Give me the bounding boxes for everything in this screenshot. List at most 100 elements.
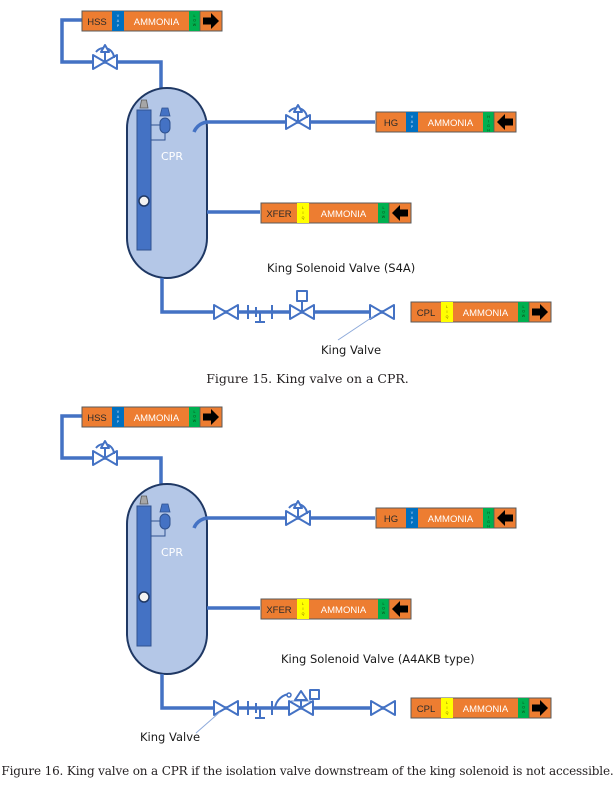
pressure-band — [518, 302, 529, 322]
pressure-letter: H — [487, 115, 490, 119]
state-letter: V — [117, 14, 120, 18]
pressure-letter: H — [487, 525, 490, 529]
state-letter: I — [303, 211, 304, 215]
arrow-left-icon — [392, 601, 408, 617]
figure-16-caption: Figure 16. King valve on a CPR if the is… — [1, 764, 614, 778]
state-letter: P — [117, 420, 120, 424]
state-letter: P — [411, 125, 414, 129]
pressure-band — [483, 508, 494, 528]
tag-fluid: AMMONIA — [321, 209, 367, 220]
state-band — [406, 508, 418, 528]
pressure-letter: H — [487, 511, 490, 515]
state-letter: V — [411, 115, 414, 119]
pilot-triangle-icon — [100, 440, 110, 449]
pressure-letter: G — [487, 124, 490, 128]
state-band — [441, 302, 453, 322]
arrow-right-icon — [203, 13, 219, 29]
hg-pipe — [192, 120, 375, 133]
pressure-letter: O — [193, 415, 196, 419]
level-column — [136, 505, 152, 647]
hss-pipe — [60, 18, 163, 88]
pilot-triangle-icon — [293, 104, 303, 113]
hg-regulator-valve-icon — [285, 104, 311, 130]
tag-fluid: AMMONIA — [463, 308, 509, 319]
state-letter: P — [117, 24, 120, 28]
hss-regulator-valve-icon — [92, 44, 118, 70]
pilot-triangle-icon — [100, 44, 110, 53]
state-letter: L — [302, 206, 304, 210]
float-switch-icon — [159, 513, 171, 530]
float-switch-cap-icon — [159, 107, 171, 117]
pressure-letter: O — [382, 607, 385, 611]
pressure-letter: I — [488, 120, 489, 124]
pressure-letter: L — [194, 410, 196, 414]
state-letter: L — [446, 701, 448, 705]
state-letter: V — [117, 410, 120, 414]
tag-name: HSS — [87, 413, 107, 424]
arrow-left-icon — [497, 114, 513, 130]
tag-fluid: AMMONIA — [134, 17, 180, 28]
pressure-letter: W — [382, 215, 386, 219]
king-valve-leader-line — [337, 315, 375, 341]
isolation-valve-icon — [213, 304, 239, 320]
state-band — [112, 407, 124, 427]
state-letter: Q — [446, 315, 449, 319]
level-probe-cap-icon — [139, 99, 149, 109]
state-letter: L — [302, 602, 304, 606]
pressure-band — [378, 203, 389, 223]
tag-fluid: AMMONIA — [463, 704, 509, 715]
solenoid-label: King Solenoid Valve (A4AKB type) — [281, 652, 475, 666]
pressure-letter: O — [193, 19, 196, 23]
tag-fluid: AMMONIA — [428, 514, 474, 525]
cpr-vessel: CPR — [126, 87, 208, 279]
pressure-band — [518, 698, 529, 718]
float-switch-cap-icon — [159, 503, 171, 513]
pressure-letter: W — [522, 314, 526, 318]
pressure-band — [378, 599, 389, 619]
hss-pipe — [60, 414, 163, 484]
king-solenoid-valve-icon — [289, 290, 315, 320]
pressure-letter: W — [522, 710, 526, 714]
king-valve-label: King Valve — [321, 343, 381, 357]
arrow-right-icon — [532, 304, 548, 320]
pressure-letter: O — [522, 310, 525, 314]
pressure-band — [189, 407, 200, 427]
solenoid-label: King Solenoid Valve (S4A) — [267, 261, 415, 275]
float-connection — [151, 520, 166, 537]
king-valve-icon — [369, 304, 395, 320]
state-letter: Q — [446, 711, 449, 715]
king-solenoid-valve-icon — [274, 689, 320, 716]
tag-name: HG — [384, 514, 398, 525]
tag-fluid: AMMONIA — [134, 413, 180, 424]
pressure-letter: G — [487, 520, 490, 524]
pressure-letter: O — [382, 211, 385, 215]
pressure-letter: L — [523, 701, 525, 705]
pressure-letter: L — [383, 602, 385, 606]
vessel-label: CPR — [161, 546, 183, 559]
tag-name: XFER — [266, 605, 291, 616]
level-probe-cap-icon — [139, 495, 149, 505]
state-band — [406, 112, 418, 132]
pressure-letter: I — [488, 516, 489, 520]
arrow-right-icon — [203, 409, 219, 425]
cpl-pipe — [160, 278, 395, 314]
pressure-band — [189, 11, 200, 31]
isolation-valve-icon — [213, 700, 239, 716]
tag-name: XFER — [266, 209, 291, 220]
tag-name: HSS — [87, 17, 107, 28]
figure-15-caption: Figure 15. King valve on a CPR. — [206, 371, 409, 386]
state-letter: I — [447, 310, 448, 314]
state-letter: V — [411, 511, 414, 515]
tag-name: CPL — [417, 704, 435, 715]
arrow-left-icon — [497, 510, 513, 526]
pilot-port-icon — [286, 692, 292, 698]
solenoid-coil-icon — [296, 290, 308, 302]
state-letter: P — [411, 521, 414, 525]
